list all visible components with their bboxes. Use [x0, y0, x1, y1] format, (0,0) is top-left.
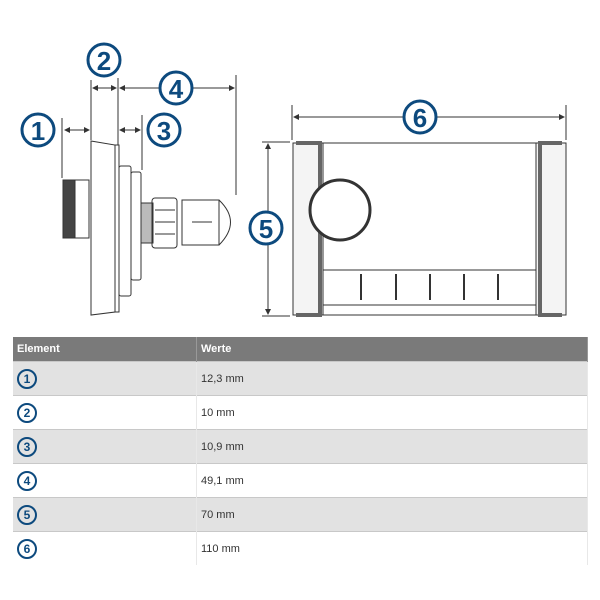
callout-6: 6	[413, 103, 427, 133]
callout-number: 1	[17, 368, 37, 389]
dimension-drawing: 1 2 3 4 5 6	[20, 42, 567, 317]
table-row: 1 12,3 mm	[13, 361, 588, 396]
header-element: Element	[13, 337, 197, 362]
table-row: 5 70 mm	[13, 497, 588, 532]
table-row: 6 110 mm	[13, 531, 588, 565]
value: 70 mm	[196, 497, 588, 532]
callout-3: 3	[157, 116, 171, 146]
table-row: 3 10,9 mm	[13, 429, 588, 464]
callout-2: 2	[97, 46, 111, 76]
callout-4: 4	[169, 74, 184, 104]
header-values: Werte	[196, 337, 588, 362]
dimensions-table: Element Werte 1 12,3 mm 2 10 mm 3 10,9 mm 4…	[13, 337, 588, 565]
value: 10,9 mm	[196, 429, 588, 464]
side-view	[61, 75, 237, 316]
table-row: 4 49,1 mm	[13, 463, 588, 498]
callout-number: 2	[17, 402, 37, 423]
value: 110 mm	[196, 531, 588, 565]
callout-number: 6	[17, 538, 37, 559]
callouts	[20, 42, 438, 246]
value: 49,1 mm	[196, 463, 588, 498]
value: 12,3 mm	[196, 361, 588, 396]
table-row: 2 10 mm	[13, 395, 588, 430]
callout-number: 5	[17, 504, 37, 525]
front-view	[262, 105, 567, 317]
value: 10 mm	[196, 395, 588, 430]
callout-number: 3	[17, 436, 37, 457]
callout-number: 4	[17, 470, 37, 491]
callout-1: 1	[31, 116, 45, 146]
callout-5: 5	[259, 214, 273, 244]
